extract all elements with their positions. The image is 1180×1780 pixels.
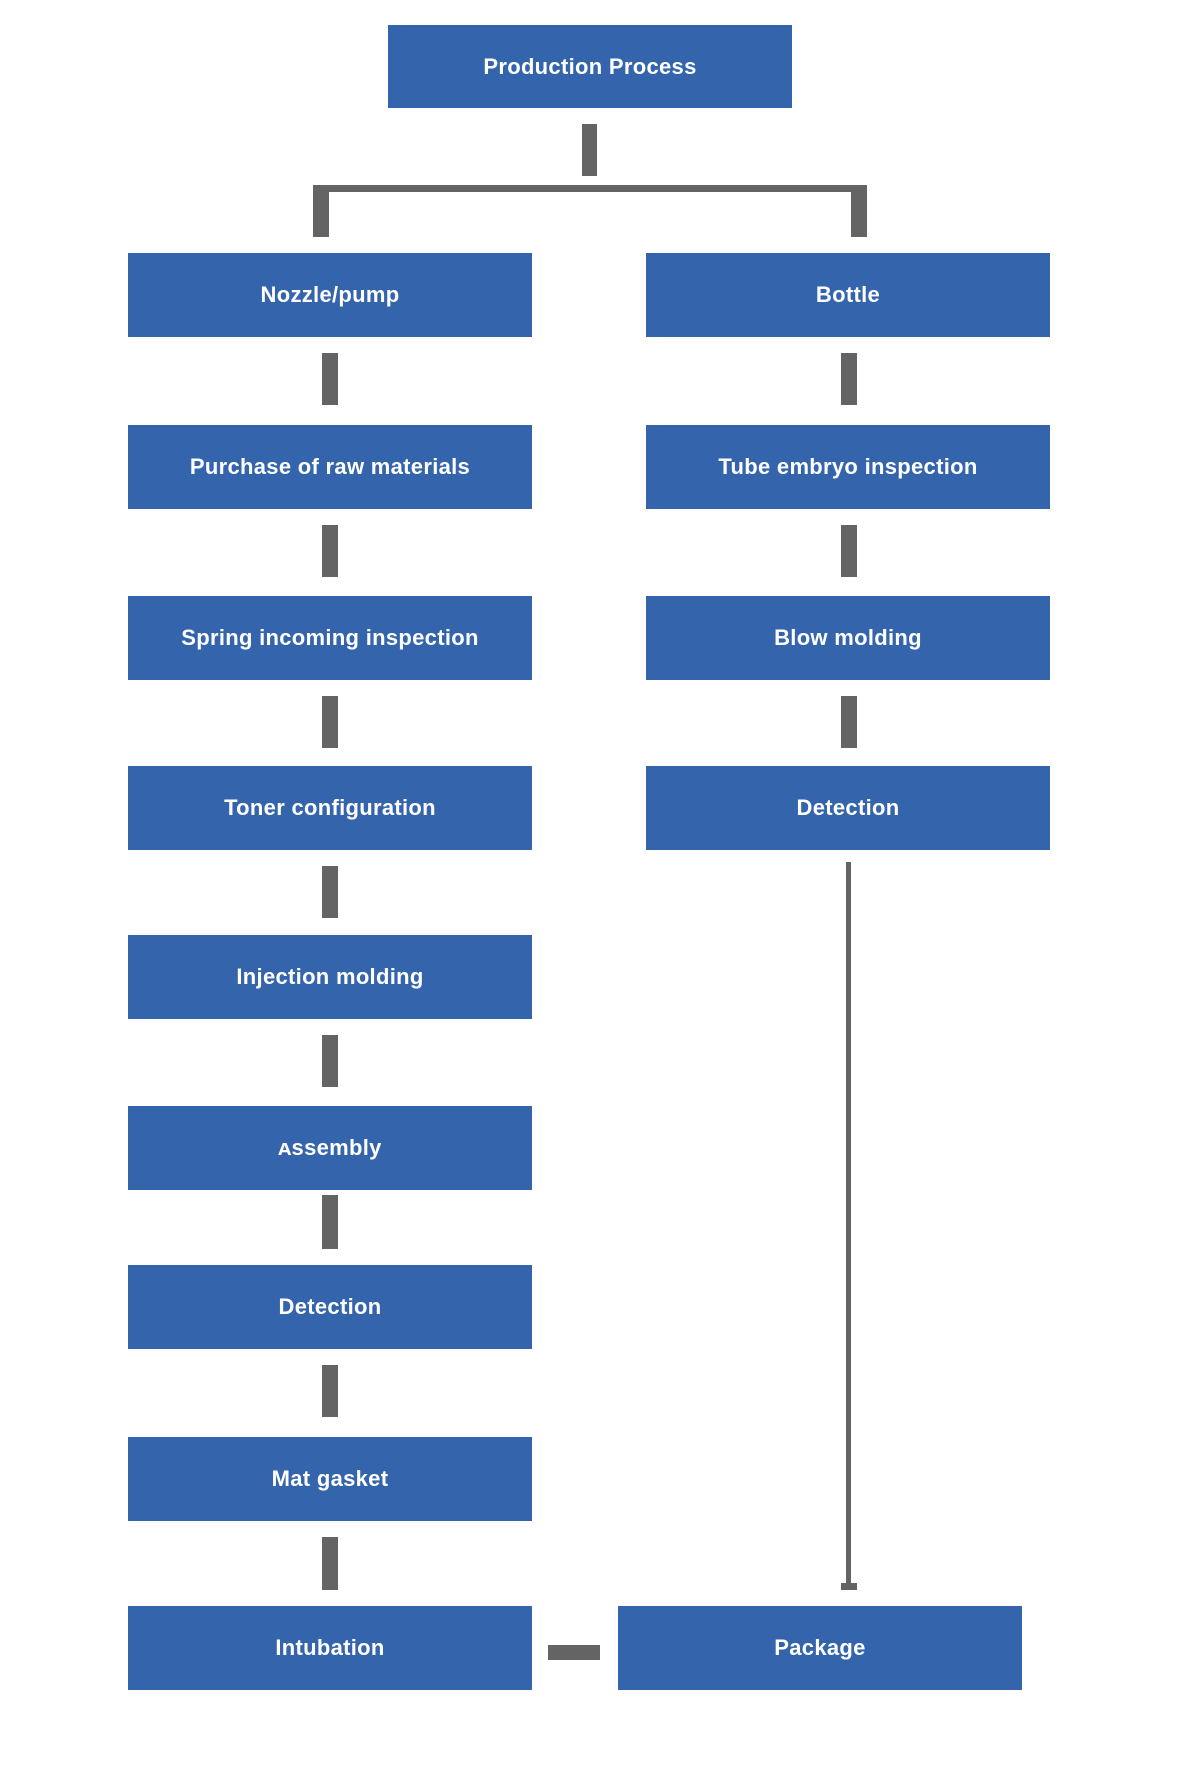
flow-node-label: ᴀssembly bbox=[278, 1135, 382, 1160]
flow-node-package: Package bbox=[618, 1606, 1022, 1690]
flow-node-label: Nozzle/pump bbox=[260, 282, 400, 307]
flow-node-tube-embryo-inspection: Tube embryo inspection bbox=[646, 425, 1050, 509]
connector-left-stub-3 bbox=[322, 696, 338, 748]
flow-node-label: Detection bbox=[796, 795, 900, 820]
flow-node-label: Injection molding bbox=[236, 964, 424, 989]
flow-node-label: Package bbox=[774, 1635, 866, 1660]
connector-line-end-cap bbox=[841, 1583, 857, 1590]
connector-branch-drop-left bbox=[313, 185, 329, 237]
connector-branch-drop-right bbox=[851, 185, 867, 237]
connector-right-stub-1 bbox=[841, 353, 857, 405]
connector-left-stub-7 bbox=[322, 1365, 338, 1417]
connector-left-stub-1 bbox=[322, 353, 338, 405]
flow-node-label: Production Process bbox=[483, 53, 697, 79]
flow-node-spring-incoming-inspection: Spring incoming inspection bbox=[128, 596, 532, 680]
flow-node-label: Tube embryo inspection bbox=[718, 454, 978, 479]
connector-branch-hline bbox=[313, 185, 867, 192]
connector-right-stub-3 bbox=[841, 696, 857, 748]
connector-right-stub-2 bbox=[841, 525, 857, 577]
flow-node-blow-molding: Blow molding bbox=[646, 596, 1050, 680]
flow-node-label: Spring incoming inspection bbox=[181, 625, 479, 650]
flow-node-purchase-raw-materials: Purchase of raw materials bbox=[128, 425, 532, 509]
flow-node-label: Bottle bbox=[815, 282, 881, 307]
flow-node-injection-molding: Injection molding bbox=[128, 935, 532, 1019]
connector-left-stub-4 bbox=[322, 866, 338, 918]
flow-node-label: Blow molding bbox=[774, 625, 922, 650]
flow-node-detection-right: Detection bbox=[646, 766, 1050, 850]
connector-intubation-package-bar bbox=[548, 1645, 600, 1660]
flow-node-toner-configuration: Toner configuration bbox=[128, 766, 532, 850]
flow-node-assembly: ᴀssembly bbox=[128, 1106, 532, 1190]
flow-node-detection-left: Detection bbox=[128, 1265, 532, 1349]
connector-detection-to-package-line bbox=[846, 862, 851, 1590]
flow-node-label: Detection bbox=[278, 1294, 382, 1319]
flow-node-nozzle-pump: Nozzle/pump bbox=[128, 253, 532, 337]
connector-left-stub-6 bbox=[322, 1195, 338, 1249]
connector-root-stub bbox=[582, 124, 597, 176]
flow-node-label: Purchase of raw materials bbox=[189, 454, 471, 479]
connector-left-stub-8 bbox=[322, 1537, 338, 1590]
flow-node-production-process: Production Process bbox=[388, 25, 792, 108]
flow-node-label: Toner configuration bbox=[224, 795, 436, 820]
connector-left-stub-2 bbox=[322, 525, 338, 577]
flow-node-label: Mat gasket bbox=[271, 1466, 389, 1491]
flow-node-mat-gasket: Mat gasket bbox=[128, 1437, 532, 1521]
flow-node-intubation: Intubation bbox=[128, 1606, 532, 1690]
flow-node-bottle: Bottle bbox=[646, 253, 1050, 337]
connector-left-stub-5 bbox=[322, 1035, 338, 1087]
flow-node-label: Intubation bbox=[275, 1635, 385, 1660]
